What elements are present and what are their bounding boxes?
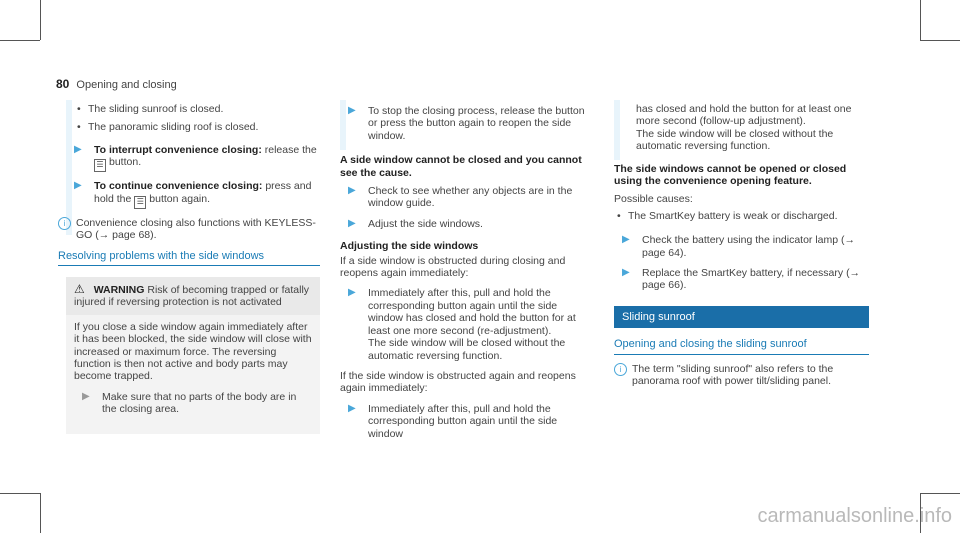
step-arrow-icon: ▶ <box>622 234 630 246</box>
column-1: The sliding sunroof is closed. The panor… <box>58 103 320 247</box>
crop-mark <box>40 493 41 533</box>
list-item: The panoramic sliding roof is closed. <box>74 121 320 134</box>
warning-body: If you close a side window again immedia… <box>66 314 320 434</box>
info-icon: i <box>58 216 71 230</box>
crop-mark <box>0 40 40 41</box>
step-stop-closing: ▶ To stop the closing process, release t… <box>348 105 585 142</box>
info-note: i The term "sliding sunroof" also refers… <box>614 362 869 388</box>
section-heading: Opening and closing the sliding sunroof <box>614 338 869 355</box>
step-followup: ▶ Immediately after this, pull and hold … <box>348 402 558 440</box>
section-banner: Sliding sunroof <box>614 305 869 329</box>
adjust-heading: Adjusting the side windows <box>340 240 479 253</box>
crop-mark <box>920 493 960 494</box>
step-arrow-icon: ▶ <box>348 402 356 414</box>
window-switch-icon: ☰ <box>94 159 106 173</box>
step-arrow-icon: ▶ <box>622 267 630 279</box>
list-item: The sliding sunroof is closed. <box>74 103 320 116</box>
step-bar <box>66 100 72 235</box>
window-switch-icon: ☰ <box>134 195 147 209</box>
step-interrupt: ▶ To interrupt convenience closing: rele… <box>74 143 320 173</box>
step-arrow-icon: ▶ <box>348 287 356 299</box>
step-adjust: ▶ Adjust the side windows. <box>348 217 483 230</box>
step-arrow-icon: ▶ <box>348 105 356 116</box>
watermark: carmanualsonline.info <box>757 505 952 527</box>
trouble-heading: The side windows cannot be opened or clo… <box>614 162 847 188</box>
warning-header: ⚠ WARNING Risk of becoming trapped or fa… <box>66 277 320 315</box>
crop-mark <box>920 0 921 40</box>
step-arrow-icon: ▶ <box>82 390 90 402</box>
step-continued: has closed and hold the button for at le… <box>636 103 852 153</box>
step-arrow-icon: ▶ <box>74 180 82 192</box>
column-2: ▶ To stop the closing process, release t… <box>340 105 595 448</box>
step-bar <box>340 100 346 150</box>
trouble-heading: A side window cannot be closed and you c… <box>340 154 582 179</box>
info-icon: i <box>614 362 627 376</box>
step-check-objects: ▶ Check to see whether any objects are i… <box>348 185 573 210</box>
info-note: i Convenience closing also functions wit… <box>58 216 320 242</box>
list-item: The SmartKey battery is weak or discharg… <box>614 210 869 223</box>
page-number: 80 <box>56 77 70 91</box>
step-readjust: ▶ Immediately after this, pull and hold … <box>348 287 576 362</box>
step-check-battery: ▶ Check the battery using the indicator … <box>622 234 856 259</box>
step-replace-battery: ▶ Replace the SmartKey battery, if neces… <box>622 267 861 292</box>
warning-step: ▶ Make sure that no parts of the body ar… <box>82 390 297 416</box>
column-1-lower: Resolving problems with the side windows <box>58 250 320 280</box>
crop-mark <box>920 493 921 533</box>
page-header: 80 Opening and closing <box>56 77 177 91</box>
warning-triangle-icon: ⚠ <box>74 282 85 296</box>
column-3: has closed and hold the button for at le… <box>614 103 869 394</box>
step-arrow-icon: ▶ <box>348 217 356 229</box>
crop-mark <box>0 493 40 494</box>
warning-box: ⚠ WARNING Risk of becoming trapped or fa… <box>66 277 320 434</box>
section-heading: Resolving problems with the side windows <box>58 250 320 267</box>
step-continue: ▶ To continue convenience closing: press… <box>74 180 320 209</box>
step-arrow-icon: ▶ <box>348 185 356 197</box>
step-arrow-icon: ▶ <box>74 143 82 155</box>
step-bar <box>614 100 620 160</box>
crop-mark <box>920 40 960 41</box>
page-title: Opening and closing <box>76 79 177 91</box>
crop-mark <box>40 0 41 40</box>
